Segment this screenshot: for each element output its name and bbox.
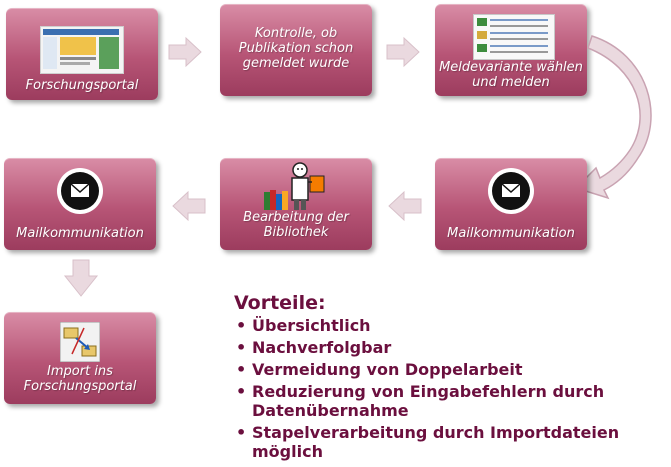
list-item: Vermeidung von Doppelarbeit	[234, 360, 664, 379]
right-arrow-icon	[386, 36, 420, 68]
mail-envelope-icon	[488, 168, 534, 214]
left-arrow-icon	[388, 190, 422, 222]
left-arrow-icon	[172, 190, 206, 222]
right-arrow-icon	[168, 36, 202, 68]
advantages-list: Übersichtlich Nachverfolgbar Vermeidung …	[234, 316, 664, 461]
advantages-title: Vorteile:	[234, 292, 326, 314]
step-import: Import ins Forschungsportal	[4, 312, 156, 404]
step-label: Kontrolle, ob Publikation schon gemeldet…	[238, 26, 354, 71]
step-label: Meldevariante wählen und melden	[439, 60, 583, 90]
website-screenshot-icon	[40, 26, 124, 74]
advantages-panel: Vorteile: Übersichtlich Nachverfolgbar V…	[234, 292, 664, 464]
step-meldevariante: Meldevariante wählen und melden	[435, 4, 587, 96]
document-list-icon	[473, 14, 555, 60]
down-arrow-icon	[63, 259, 99, 297]
step-label: Mailkommunikation	[447, 226, 575, 241]
step-kontrolle: Kontrolle, ob Publikation schon gemeldet…	[220, 4, 372, 96]
step-label: Mailkommunikation	[16, 226, 144, 241]
step-bearbeitung: Bearbeitung der Bibliothek	[220, 158, 372, 250]
librarian-icon	[264, 162, 325, 210]
step-mail-right: Mailkommunikation	[435, 158, 587, 250]
import-files-icon	[60, 322, 100, 362]
list-item: Nachverfolgbar	[234, 338, 664, 357]
step-label: Import ins Forschungsportal	[23, 364, 137, 394]
mail-envelope-icon	[57, 168, 103, 214]
step-label: Forschungsportal	[25, 78, 139, 93]
list-item: Reduzierung von Eingabefehlern durch Dat…	[234, 382, 664, 420]
step-forschungsportal: Forschungsportal	[6, 8, 158, 100]
step-label: Bearbeitung der Bibliothek	[243, 210, 349, 240]
list-item: Stapelverarbeitung durch Importdateien m…	[234, 423, 664, 461]
step-mail-left: Mailkommunikation	[4, 158, 156, 250]
list-item: Übersichtlich	[234, 316, 664, 335]
